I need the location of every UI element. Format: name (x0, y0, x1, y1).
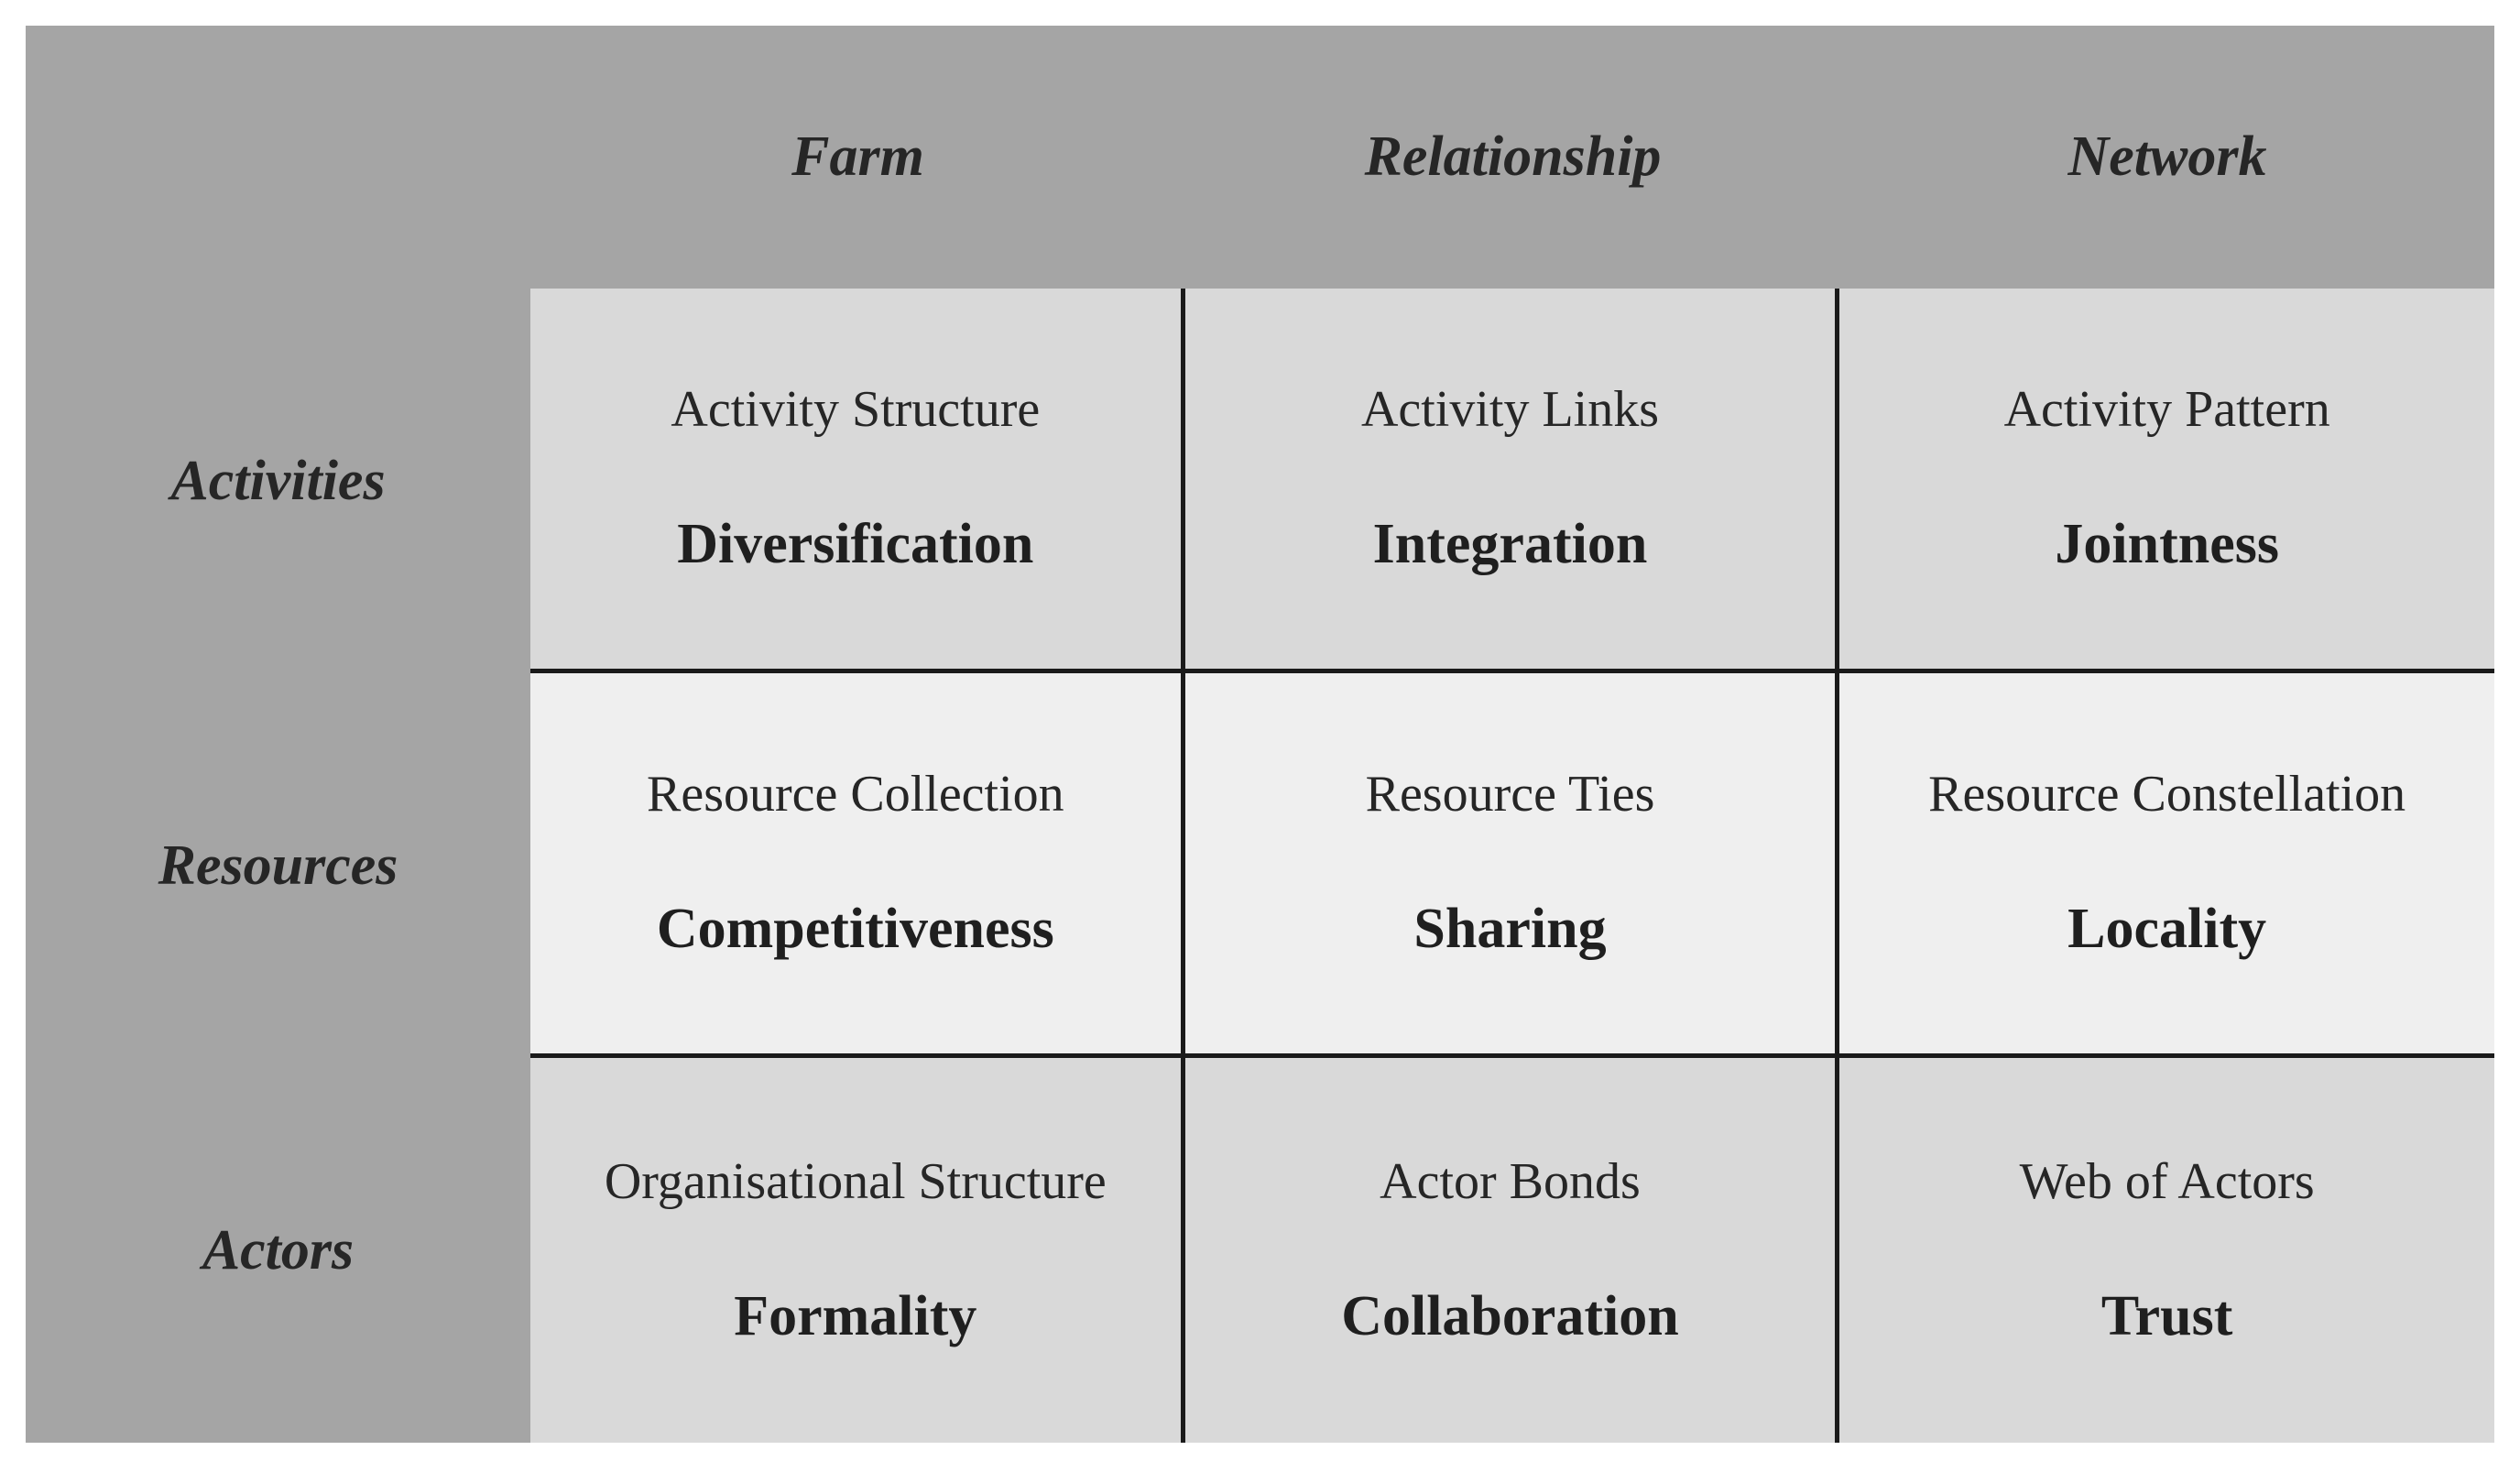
cell-actors-relationship: Actor Bonds Collaboration (1184, 1058, 1840, 1443)
cell-label: Actor Bonds (1380, 1152, 1641, 1210)
row-header-actors: Actors (202, 1218, 355, 1281)
cell-value: Diversification (677, 513, 1034, 575)
cell-label: Resource Collection (647, 766, 1064, 823)
matrix-diagram: Farm Relationship Network Activities Res… (26, 26, 2494, 1443)
column-header-relationship: Relationship (1364, 125, 1662, 188)
cell-actors-farm: Organisational Structure Formality (530, 1058, 1185, 1443)
row-header-resources: Resources (158, 834, 398, 897)
cell-resources-network: Resource Constellation Locality (1839, 673, 2494, 1058)
cell-value: Competitiveness (656, 898, 1054, 960)
column-header-farm: Farm (791, 125, 924, 188)
cell-resources-farm: Resource Collection Competitiveness (530, 673, 1185, 1058)
cell-activities-relationship: Activity Links Integration (1184, 289, 1840, 673)
cell-activities-network: Activity Pattern Jointness (1839, 289, 2494, 673)
cell-label: Activity Structure (671, 381, 1041, 438)
cell-value: Collaboration (1341, 1284, 1679, 1347)
cell-label: Web of Actors (2019, 1152, 2315, 1210)
cell-value: Sharing (1413, 898, 1607, 960)
column-header-network: Network (2067, 125, 2267, 188)
cell-value: Formality (734, 1284, 977, 1347)
cell-value: Locality (2067, 898, 2267, 960)
cell-label: Organisational Structure (604, 1152, 1107, 1210)
cell-value: Jointness (2055, 513, 2279, 575)
cell-value: Trust (2100, 1284, 2233, 1347)
cell-label: Resource Ties (1365, 766, 1655, 823)
cell-label: Activity Pattern (2003, 381, 2330, 438)
cell-label: Resource Constellation (1928, 766, 2406, 823)
cell-activities-farm: Activity Structure Diversification (530, 289, 1185, 673)
cell-resources-relationship: Resource Ties Sharing (1184, 673, 1840, 1058)
matrix-grid: Activity Structure Diversification Activ… (530, 289, 2494, 1443)
cell-actors-network: Web of Actors Trust (1839, 1058, 2494, 1443)
cell-value: Integration (1372, 513, 1648, 575)
row-header-activities: Activities (170, 449, 386, 512)
cell-label: Activity Links (1360, 381, 1660, 438)
